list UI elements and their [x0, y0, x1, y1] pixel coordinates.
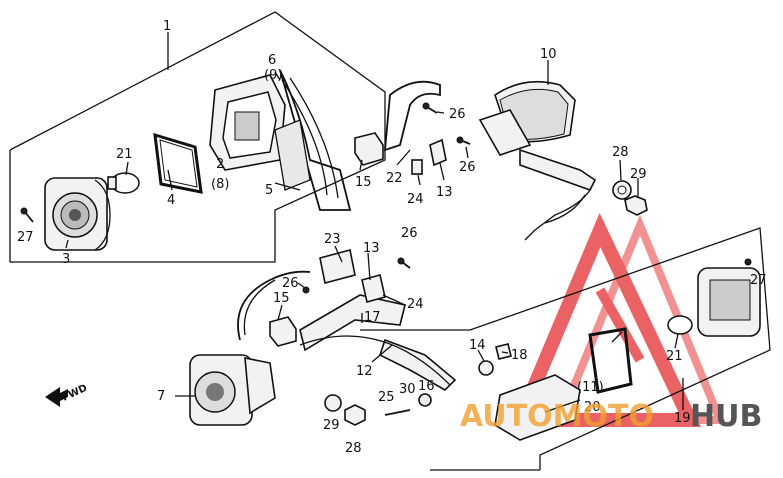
callout-7: 7: [157, 389, 165, 404]
lower-frame: [360, 227, 771, 471]
bolt-27-left: [20, 207, 34, 223]
winker-assembly-upper-right: [478, 80, 597, 241]
callout-13-lower: 13: [363, 241, 380, 256]
callout-26-a: 26: [449, 107, 466, 122]
callout-21-upper: 21: [116, 147, 133, 162]
callout-5: 5: [265, 183, 273, 198]
lens-gasket-upper: [153, 132, 203, 194]
callout-21-lower: 21: [666, 349, 683, 364]
callout-26-b: 26: [459, 160, 476, 175]
rubber-block-upper: [354, 132, 384, 166]
nut-29-upper: [624, 195, 648, 216]
callout-14: 14: [469, 338, 486, 353]
nut-29-lower: [324, 394, 342, 412]
leader-lines: [65, 60, 684, 413]
callout-18: 18: [511, 348, 528, 363]
callout-12: 12: [356, 364, 373, 379]
rubber-block-lower: [269, 316, 297, 347]
watermark-text-automoto: AUTOMOTO: [460, 399, 654, 434]
callout-26-d: 26: [282, 276, 299, 291]
fwd-arrow-icon: [45, 387, 68, 407]
callout-25: 25: [378, 390, 395, 405]
winker-stay-lower: [237, 270, 457, 391]
callout-26-c: 26: [401, 226, 418, 241]
callout-17: 17: [364, 310, 381, 325]
nut-28-lower: [344, 404, 366, 426]
callout-9: (9): [264, 68, 282, 83]
bolt-26-b: [456, 136, 471, 145]
callout-27-left: 27: [17, 230, 34, 245]
relay-box-20: [494, 374, 581, 441]
rear-winker-housing-right: [697, 267, 761, 337]
callout-11: (11): [577, 380, 604, 395]
bolt-26-a: [422, 102, 438, 114]
callout-20: 20: [584, 400, 601, 415]
callout-3-upper: 3: [62, 252, 70, 267]
upper-frame: [9, 11, 386, 263]
bolt-25: [384, 409, 411, 416]
callout-28-lower: 28: [345, 441, 362, 456]
plate-13-upper: [429, 138, 447, 167]
bulb-lower: [667, 315, 693, 335]
clip-18: [495, 343, 512, 360]
callout-30: 30: [399, 382, 416, 397]
callout-24-lower: 24: [407, 297, 424, 312]
callout-19: 19: [674, 411, 691, 426]
bracket-22: [383, 80, 441, 152]
callout-15-lower: 15: [273, 291, 290, 306]
callout-28-upper: 28: [612, 145, 629, 160]
fwd-label: FWD: [61, 383, 89, 404]
callout-1: 1: [163, 19, 171, 34]
winker-stay-upper: [274, 69, 352, 211]
callout-labels: 1 2 (8) 3 4 5 6 (9) 7 10 12 13 13 14 15 …: [17, 19, 767, 456]
plate-23: [319, 249, 356, 284]
front-winker-housing: [189, 354, 276, 426]
callout-27-right: 27: [750, 273, 767, 288]
winker-lens-upper: [209, 74, 286, 171]
bulb-upper: [107, 172, 140, 194]
clip-14: [478, 360, 494, 376]
collar-24-upper: [411, 159, 423, 175]
callout-2: 2: [216, 157, 224, 172]
bolt-26-d: [302, 286, 310, 294]
nut-28-upper: [612, 180, 632, 200]
callout-15-upper: 15: [355, 175, 372, 190]
callout-22: 22: [386, 171, 403, 186]
lens-gasket-lower: [588, 327, 633, 394]
callout-8: (8): [211, 177, 229, 192]
callout-10: 10: [540, 47, 557, 62]
rear-winker-housing-left: [44, 177, 111, 251]
bolt-27-right: [744, 258, 752, 266]
washer-30: [418, 393, 432, 407]
callout-16: 16: [418, 379, 435, 394]
watermark-stroke: [595, 287, 645, 363]
callout-13-upper: 13: [436, 185, 453, 200]
callout-29-lower: 29: [323, 418, 340, 433]
callout-23: 23: [324, 232, 341, 247]
watermark-text-hub: HUB: [690, 399, 762, 434]
callout-29-upper: 29: [630, 167, 647, 182]
plate-13-lower: [361, 274, 386, 303]
callout-6: 6: [268, 53, 276, 68]
bolt-26-c: [397, 257, 411, 269]
callout-24-upper: 24: [407, 192, 424, 207]
watermark-text: AUTOMOTO HUB: [460, 399, 762, 434]
callout-4-upper: 4: [167, 193, 175, 208]
